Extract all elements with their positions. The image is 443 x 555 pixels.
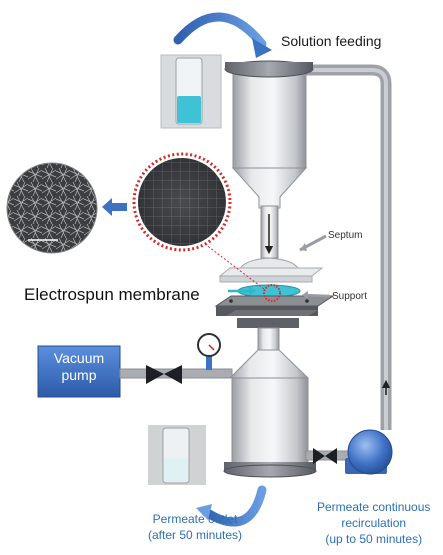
support-label: Support (332, 291, 368, 302)
sem-image (6, 162, 127, 254)
permeate-outlet-line1: Permeate outlet (152, 512, 238, 526)
feed-vial-photo (160, 54, 222, 129)
recirculation-line1: Permeate continuous (317, 500, 431, 514)
vacuum-pump-label-line2: pump (61, 367, 97, 383)
outlet-curved-arrow (196, 485, 267, 527)
recirculation-line3: (up to 50 minutes) (325, 532, 423, 546)
upper-reservoir (224, 60, 314, 259)
septum-label: Septum (328, 230, 363, 241)
outlet-line (305, 448, 351, 464)
vacuum-pump (37, 345, 121, 398)
vacuum-pump-label-line1: Vacuum (53, 350, 105, 366)
recirculation-pipe (305, 64, 392, 430)
solution-feeding-label: Solution feeding (281, 33, 382, 49)
recirculation-label: Permeate continuous recirculation (up to… (317, 499, 430, 547)
electrospun-membrane-label: Electrospun membrane (24, 285, 200, 304)
leader-lines (228, 234, 331, 299)
vacuum-line (119, 333, 233, 384)
permeate-outlet-label: Permeate outlet (after 50 minutes) (148, 511, 242, 543)
permeate-outlet-line2: (after 50 minutes) (148, 528, 243, 542)
membrane-zoom (132, 152, 281, 302)
vacuum-pump-label: Vacuum pump (40, 350, 118, 384)
lower-reservoir (223, 327, 317, 478)
feed-curved-arrow (173, 12, 272, 58)
recirculation-line2: recirculation (341, 516, 407, 530)
filter-holder (214, 257, 335, 328)
recirculation-pump (345, 429, 393, 475)
outlet-vial-photo (148, 425, 206, 485)
